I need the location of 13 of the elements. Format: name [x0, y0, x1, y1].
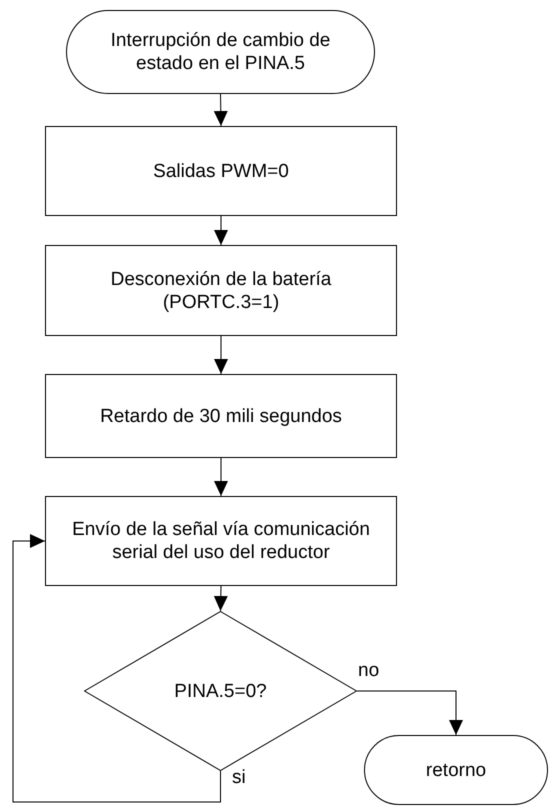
arrow	[214, 586, 228, 612]
arrow	[214, 336, 228, 374]
process-box: Envío de la señal vía comunicación serial del uso del reductor	[45, 496, 397, 586]
arrow	[214, 94, 228, 126]
arrow	[214, 458, 228, 496]
process-box: Desconexión de la batería (PORTC.3=1)	[45, 245, 397, 336]
arrow	[12, 534, 221, 802]
process-box: Retardo de 30 mili segundos	[45, 374, 397, 458]
terminator-shape: Interrupción de cambio de estado en el PINA.5	[66, 10, 375, 94]
arrow	[214, 216, 228, 246]
terminator-shape: retorno	[364, 735, 548, 805]
process-box: Salidas PWM=0	[45, 126, 397, 216]
arrow	[356, 690, 463, 736]
